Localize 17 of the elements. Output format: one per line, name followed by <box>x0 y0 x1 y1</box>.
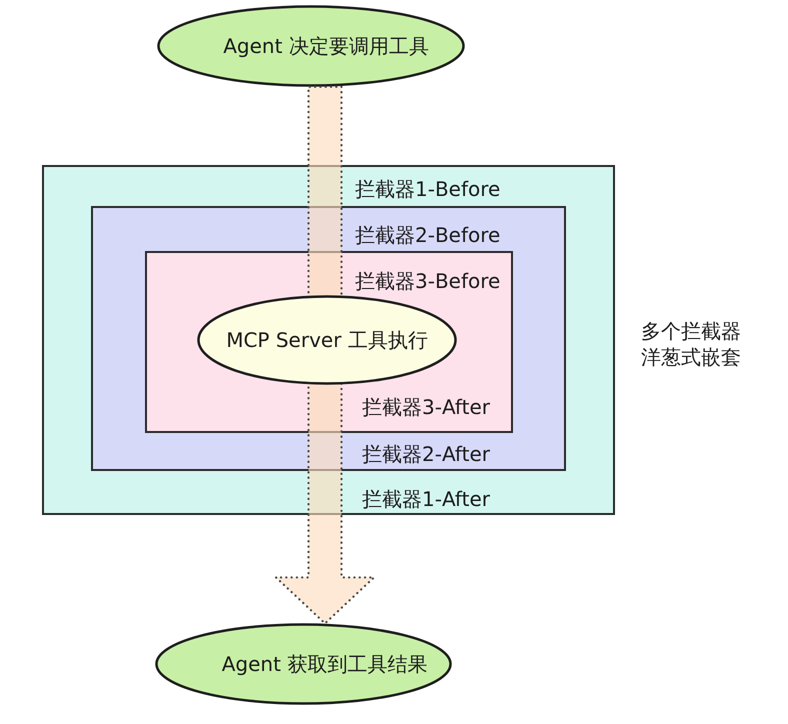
layer-label: 拦截器2-After <box>362 441 490 467</box>
layer-box <box>145 251 513 433</box>
layer-box <box>42 165 615 515</box>
layer-box <box>91 206 566 471</box>
layer-label: 拦截器1-Before <box>355 176 500 202</box>
ellipse-node <box>197 295 457 385</box>
note-text: 多个拦截器洋葱式嵌套 <box>641 318 742 370</box>
ellipse-node <box>155 623 452 705</box>
layer-label: 拦截器1-After <box>362 486 490 512</box>
node-label: Agent 决定要调用工具 <box>223 33 429 59</box>
block-arrow <box>274 86 376 625</box>
layer-label: 拦截器3-Before <box>355 268 500 294</box>
ellipse-node <box>157 5 465 87</box>
layer-label: 拦截器3-After <box>362 394 490 420</box>
node-label: MCP Server 工具执行 <box>226 327 428 353</box>
node-label: Agent 获取到工具结果 <box>222 651 428 677</box>
layer-label: 拦截器2-Before <box>355 222 500 248</box>
